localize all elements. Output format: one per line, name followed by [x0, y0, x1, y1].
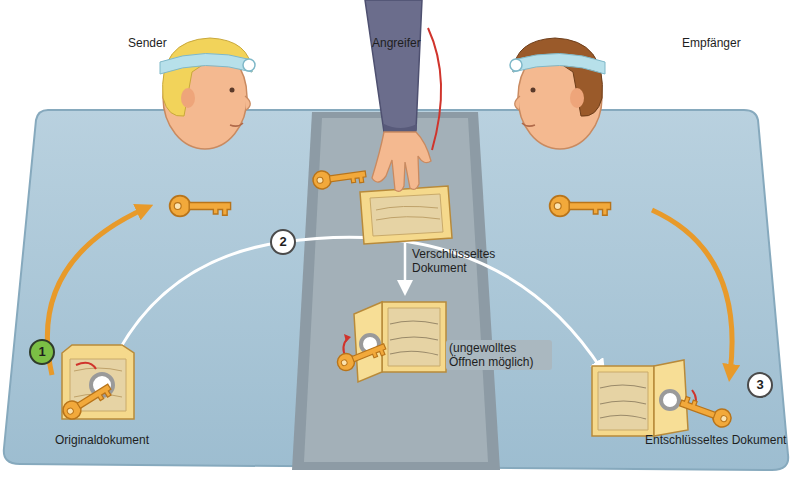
receiver-head	[510, 38, 605, 149]
callout-number: 1	[29, 339, 55, 365]
callout-number: 2	[270, 229, 296, 255]
sender-head	[160, 38, 255, 149]
intercept-arrow	[404, 243, 407, 290]
opened-document	[343, 302, 446, 382]
person-label: Empfänger	[682, 36, 741, 50]
attacker-arm	[365, 0, 441, 191]
attacker-band-inner	[304, 118, 488, 462]
document-label: Verschlüsseltes Dokument	[412, 247, 508, 275]
sender-key	[170, 196, 231, 217]
attacker-band	[292, 112, 500, 470]
decrypted-document-key	[678, 394, 734, 429]
person-label: Sender	[128, 36, 167, 50]
intercepted-document	[360, 186, 452, 244]
receiver-key	[550, 196, 611, 217]
document-label: Originaldokument	[55, 433, 149, 447]
attacker-key	[312, 165, 367, 190]
table-top	[4, 110, 788, 470]
callout-number: 3	[747, 372, 773, 398]
document-label: Entschlüsseltes Dokument	[645, 433, 786, 447]
person-label: Angreifer	[372, 36, 421, 50]
callout-text: 3	[756, 378, 763, 392]
decrypted-document	[592, 360, 696, 436]
receiver-key-arrow	[652, 210, 732, 374]
original-document-key	[60, 379, 114, 422]
callout-text: 1	[38, 345, 45, 359]
callout-text: 2	[279, 235, 286, 249]
note-label: (ungewolltes Öffnen möglich)	[446, 340, 552, 370]
opened-document-key	[335, 338, 388, 373]
